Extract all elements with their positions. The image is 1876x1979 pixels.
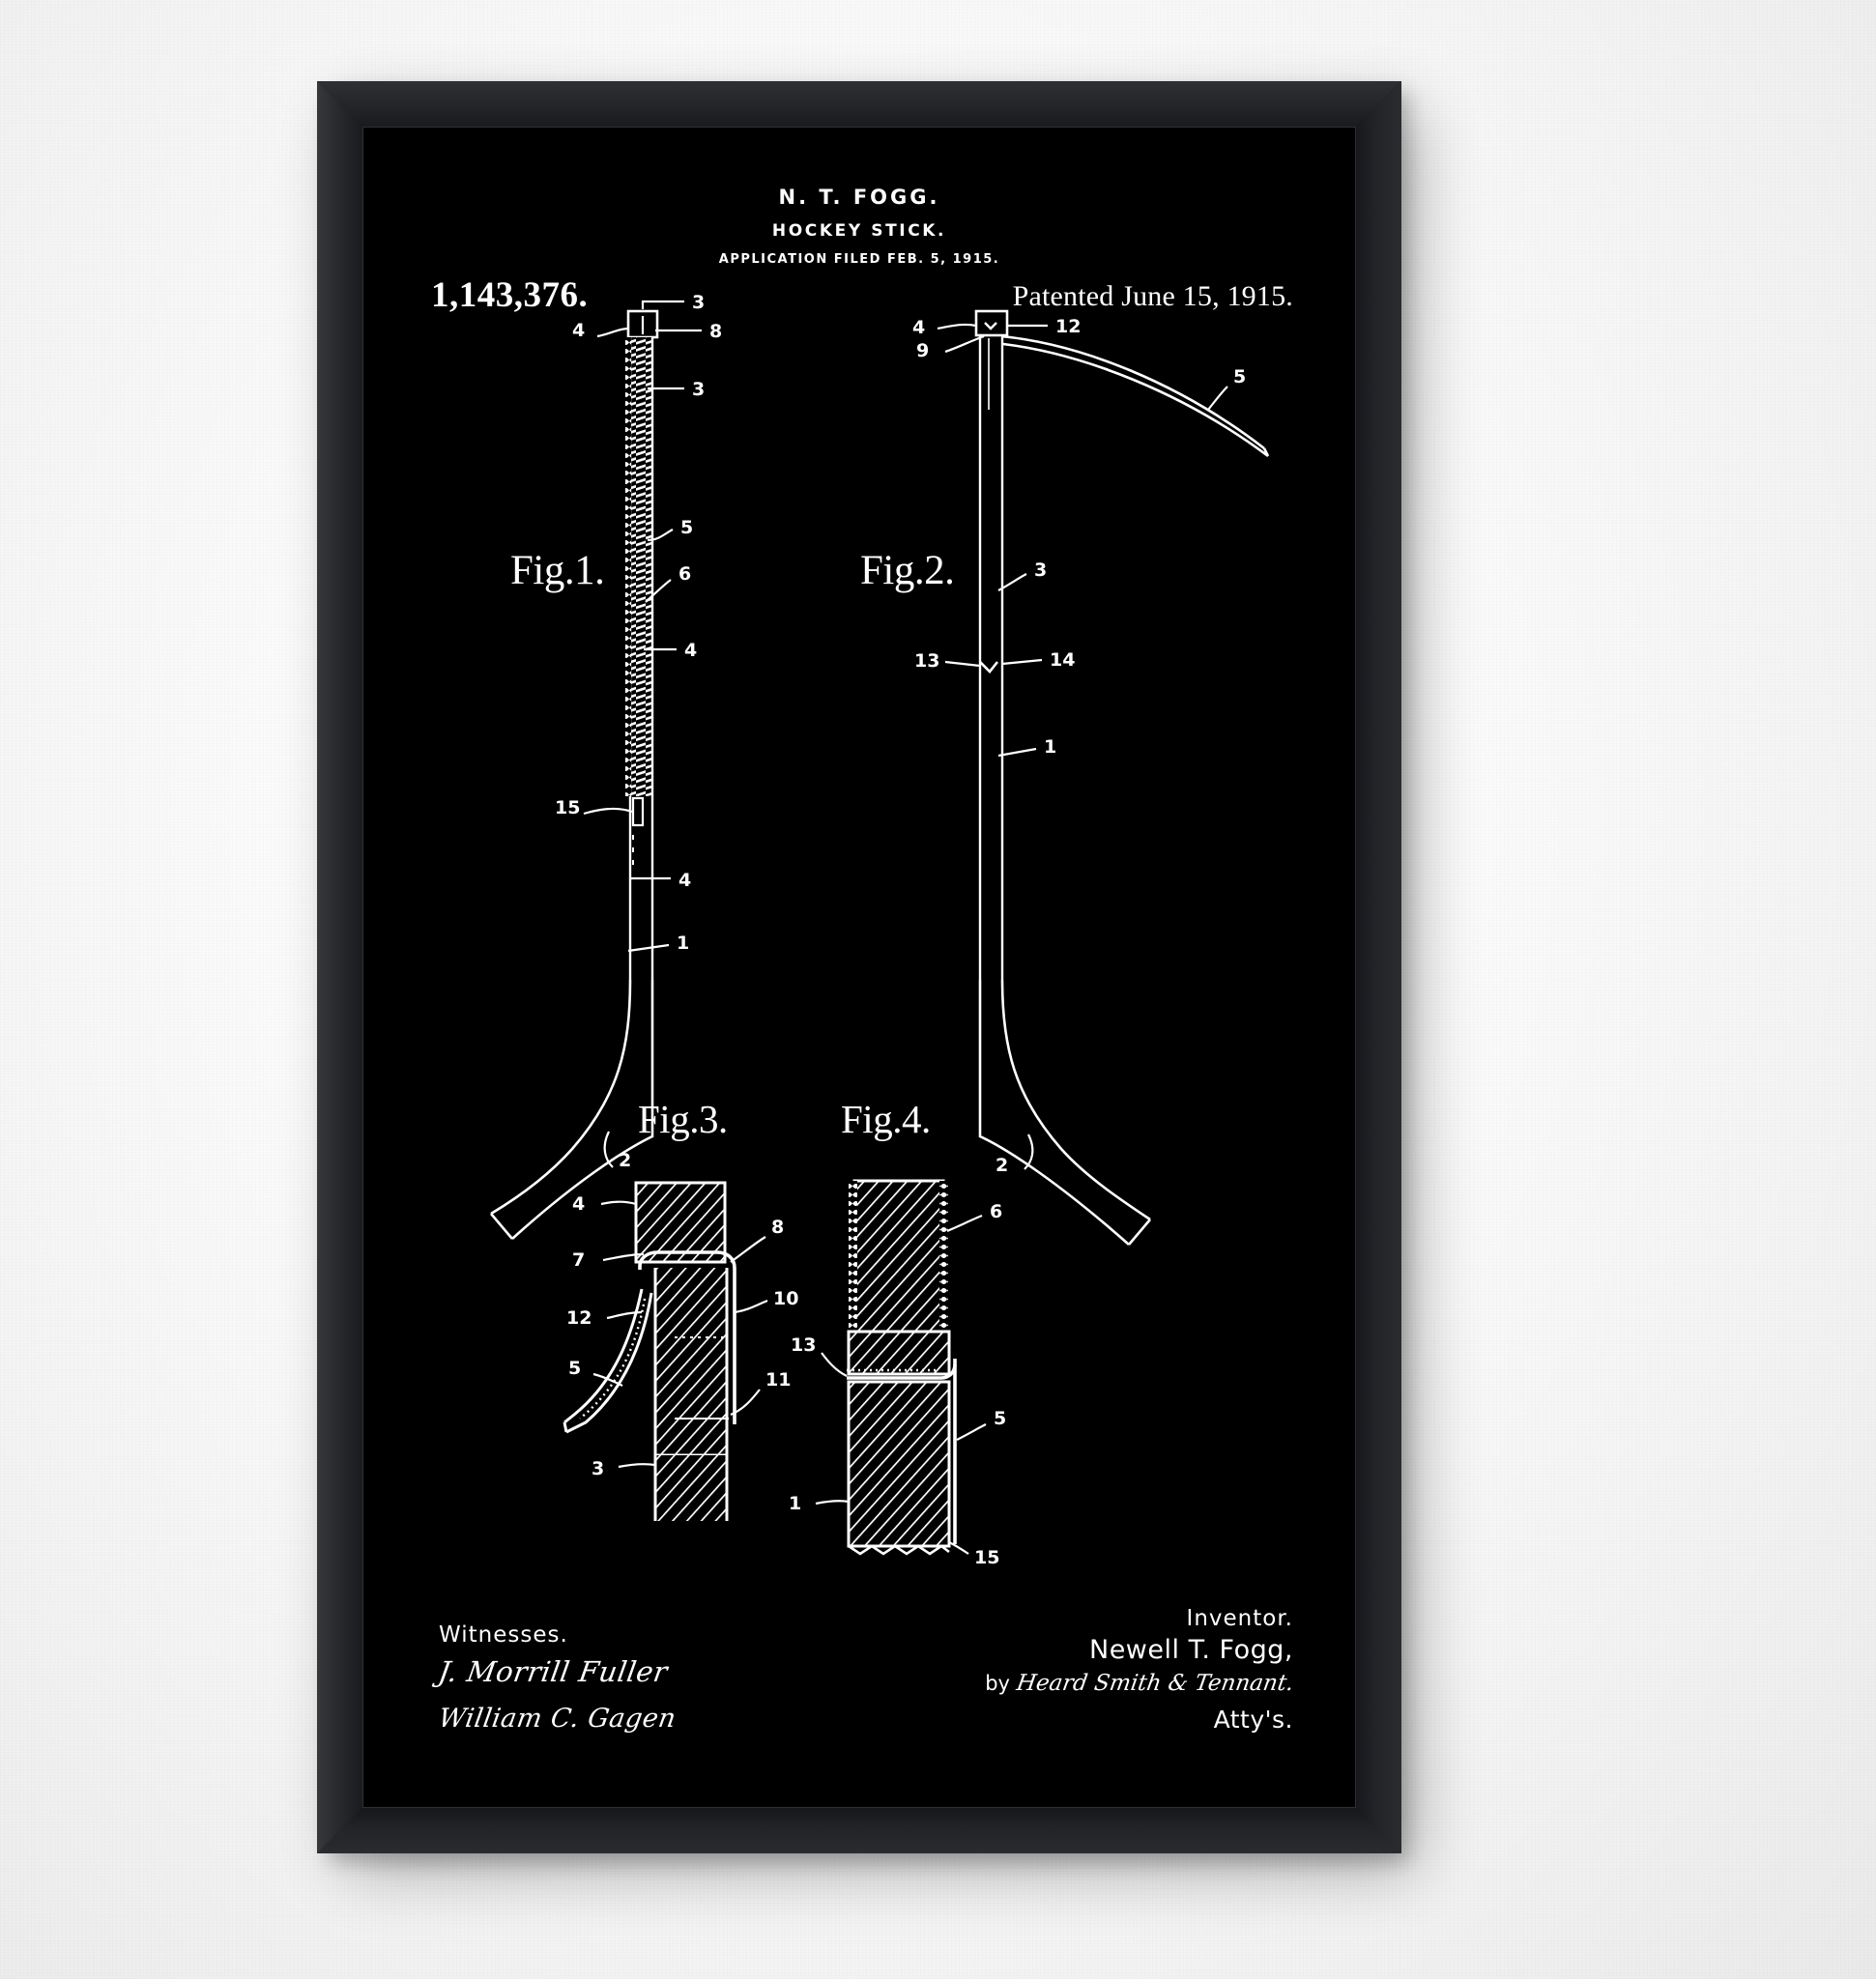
fig2-label-13: 13 <box>914 650 939 672</box>
patent-header: N. T. FOGG. HOCKEY STICK. APPLICATION FI… <box>365 186 1353 267</box>
fig1-label-15: 15 <box>555 797 580 818</box>
patent-title-line: HOCKEY STICK. <box>771 221 947 241</box>
fig3-label-10: 10 <box>773 1288 798 1309</box>
witness-signature-2: William C. Gagen <box>436 1704 678 1734</box>
frame-moulding-left <box>317 81 367 1853</box>
attorney-label: Atty's. <box>1213 1706 1293 1734</box>
figure-2-caption: Fig.2. <box>860 548 955 593</box>
fig2-label-2: 2 <box>996 1155 1008 1176</box>
fig2-label-4: 4 <box>912 317 925 338</box>
fig4-label-6: 6 <box>990 1201 1002 1222</box>
fig2-label-3: 3 <box>1034 559 1047 581</box>
patent-date: Patented June 15, 1915. <box>1012 280 1293 312</box>
patent-drawings: 3 4 8 3 <box>490 292 1270 1568</box>
fig2-label-12: 12 <box>1055 316 1081 337</box>
fig3-label-5: 5 <box>568 1358 581 1379</box>
inventor-heading: Inventor. <box>1186 1606 1293 1631</box>
figure-1-drawing: 3 4 8 3 <box>490 292 722 1240</box>
fig1-label-1: 1 <box>677 932 689 954</box>
fig3-label-12: 12 <box>566 1307 592 1329</box>
fig2-label-9: 9 <box>916 340 929 361</box>
fig3-label-7: 7 <box>572 1249 585 1271</box>
fig3-label-4: 4 <box>572 1193 585 1215</box>
patent-inventor-line: N. T. FOGG. <box>778 186 940 209</box>
fig4-label-13: 13 <box>791 1334 816 1356</box>
attorney-by-prefix: by <box>985 1672 1017 1695</box>
fig3-label-8: 8 <box>771 1217 784 1238</box>
fig1-label-5: 5 <box>680 517 693 538</box>
fig1-label-3-top: 3 <box>692 292 705 313</box>
fig2-label-1: 1 <box>1044 736 1056 758</box>
fig1-label-3-mid: 3 <box>692 379 705 400</box>
picture-frame: N. T. FOGG. HOCKEY STICK. APPLICATION FI… <box>317 81 1401 1853</box>
frame-moulding-bottom <box>317 1803 1401 1853</box>
figure-2-drawing: 4 12 9 5 <box>912 309 1270 1246</box>
witness-heading: Witnesses. <box>439 1622 568 1648</box>
attorney-signature-line: by Heard Smith & Tennant. <box>985 1671 1296 1696</box>
attorney-signature: Heard Smith & Tennant. <box>1014 1671 1296 1696</box>
witness-block: Witnesses. J. Morrill Fuller William C. … <box>436 1622 758 1734</box>
inventor-block: Inventor. Newell T. Fogg, by Heard Smith… <box>985 1606 1296 1734</box>
figure-4-caption: Fig.4. <box>841 1097 931 1141</box>
fig1-label-8: 8 <box>709 321 722 342</box>
fig1-label-2: 2 <box>619 1150 631 1171</box>
fig1-label-4-top: 4 <box>572 320 585 341</box>
witness-signature-1: J. Morrill Fuller <box>436 1655 671 1688</box>
patent-application-line: APPLICATION FILED FEB. 5, 1915. <box>718 252 1000 267</box>
fig2-label-5: 5 <box>1233 366 1246 387</box>
frame-moulding-right <box>1351 81 1401 1853</box>
fig3-label-3: 3 <box>592 1458 604 1479</box>
fig4-label-5: 5 <box>994 1408 1006 1429</box>
figure-1-caption: Fig.1. <box>510 548 605 593</box>
fig4-label-15: 15 <box>974 1547 999 1568</box>
figure-3-drawing: 4 7 8 10 11 <box>563 1181 798 1521</box>
patent-print-artwork: N. T. FOGG. HOCKEY STICK. APPLICATION FI… <box>365 129 1353 1805</box>
figure-4-drawing: 6 13 5 <box>789 1179 1006 1568</box>
fig4-label-1: 1 <box>789 1493 801 1514</box>
fig1-label-4-mid: 4 <box>684 640 697 661</box>
fig1-label-4-low: 4 <box>678 870 691 891</box>
fig2-label-14: 14 <box>1050 649 1075 671</box>
inventor-name: Newell T. Fogg, <box>1089 1635 1293 1665</box>
patent-number: 1,143,376. <box>431 275 589 315</box>
fig1-label-6: 6 <box>678 563 691 585</box>
fig3-label-11: 11 <box>765 1369 791 1391</box>
frame-moulding-top <box>317 81 1401 131</box>
